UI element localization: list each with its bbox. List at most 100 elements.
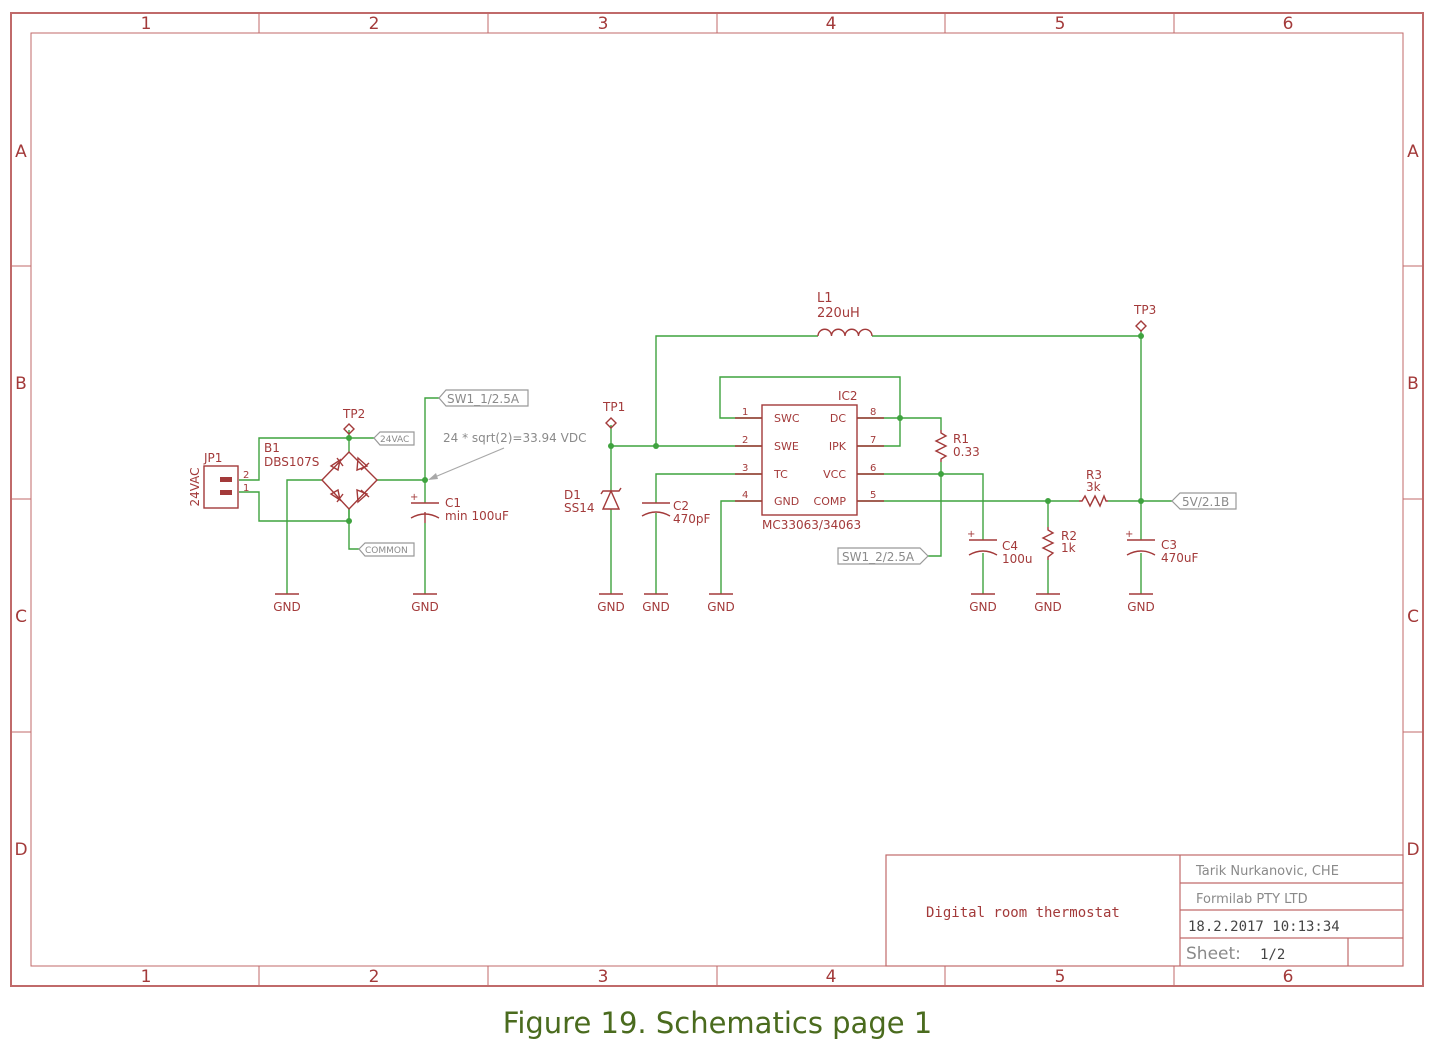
pin-number: 4	[742, 490, 748, 501]
gnd-symbol: GND	[597, 593, 625, 614]
capacitor-c1: + C1 min 100uF	[410, 492, 509, 523]
b1-ref: B1	[264, 441, 280, 455]
tp2-ref: TP2	[342, 407, 365, 421]
r1-ref: R1	[953, 432, 969, 446]
gnd-symbol: GND	[411, 593, 439, 614]
gnd-label: GND	[597, 600, 625, 614]
column-labels-top: 1 2 3 4 5 6	[141, 14, 1294, 34]
connector-jp1: JP1 24VAC 2 1	[188, 451, 249, 509]
jp1-ref: JP1	[203, 451, 222, 465]
gnd-label: GND	[642, 600, 670, 614]
resistor-r3: R3 3k	[1079, 468, 1108, 508]
c4-polarity: +	[967, 529, 975, 540]
d1-value: SS14	[564, 501, 595, 515]
gnd-symbol: GND	[642, 593, 670, 614]
capacitor-c3: + C3 470uF	[1125, 529, 1199, 565]
gnd-symbol: GND	[969, 593, 997, 614]
pin-name: COMP	[814, 495, 847, 508]
sheet-label: Sheet:	[1186, 944, 1241, 964]
pin-number: 8	[870, 407, 876, 418]
row-label: A	[15, 142, 27, 162]
pin-name: SWC	[774, 412, 800, 425]
jp1-value: 24VAC	[188, 467, 202, 506]
row-label: B	[1407, 374, 1419, 394]
jp1-pin: 2	[243, 470, 249, 481]
pin-number: 1	[742, 407, 748, 418]
col-label: 1	[141, 967, 152, 987]
test-point-tp2: TP2	[342, 407, 365, 435]
jp1-pin: 1	[243, 483, 249, 494]
gnd-label: GND	[1127, 600, 1155, 614]
pin-number: 5	[870, 490, 876, 501]
net-label-common: COMMON	[358, 542, 415, 557]
col-label: 1	[141, 14, 152, 34]
gnd-label: GND	[411, 600, 439, 614]
test-point-tp3: TP3	[1133, 303, 1156, 332]
c1-polarity: +	[410, 492, 418, 503]
r2-value: 1k	[1061, 541, 1076, 555]
net-label-24vac: 24VAC	[373, 431, 415, 446]
author-text: Tarik Nurkanovic, CHE	[1195, 864, 1339, 879]
c3-polarity: +	[1125, 529, 1133, 540]
capacitor-c2: C2 470pF	[641, 499, 711, 526]
test-point-tp1: TP1	[602, 400, 625, 429]
net-label-text: SW1_1/2.5A	[447, 392, 520, 406]
c4-ref: C4	[1002, 539, 1018, 553]
pin-name: IPK	[829, 440, 847, 453]
pin-number: 2	[742, 435, 748, 446]
col-label: 4	[826, 967, 837, 987]
row-label: D	[14, 840, 27, 860]
pin-number: 6	[870, 463, 876, 474]
diode-d1: D1 SS14	[564, 487, 622, 515]
row-labels-right: A B C D	[1406, 142, 1419, 860]
row-label: C	[1407, 607, 1419, 627]
capacitor-c4: + C4 100u	[967, 529, 1033, 566]
net-label-5v: 5V/2.1B	[1171, 492, 1237, 510]
inductor-l1: L1 220uH	[817, 291, 873, 337]
voltage-annotation: 24 * sqrt(2)=33.94 VDC	[428, 431, 586, 480]
net-label-sw1-1: SW1_1/2.5A	[438, 389, 529, 407]
ic2-ref: IC2	[838, 389, 858, 403]
sheet-value: 1/2	[1260, 947, 1285, 963]
c1-ref: C1	[445, 496, 461, 510]
col-label: 4	[826, 14, 837, 34]
col-label: 3	[598, 14, 609, 34]
c2-value: 470pF	[673, 512, 711, 526]
c3-value: 470uF	[1161, 551, 1199, 565]
col-label: 5	[1055, 14, 1066, 34]
col-label: 6	[1283, 14, 1294, 34]
l1-value: 220uH	[817, 306, 860, 321]
sheet-frame	[10, 12, 1424, 987]
net-label-text: 24VAC	[380, 435, 409, 445]
l1-ref: L1	[817, 291, 833, 306]
tp1-ref: TP1	[602, 400, 625, 414]
gnd-symbol: GND	[707, 593, 735, 614]
ic-ic2: IC2 MC33063/34063 1 2 3 4 SWC SWE TC GND…	[735, 389, 884, 532]
pin-name: DC	[830, 412, 846, 425]
bridge-rectifier-b1: B1 DBS107S	[264, 441, 378, 511]
gnd-label: GND	[969, 600, 997, 614]
c4-value: 100u	[1002, 552, 1033, 566]
row-label: A	[1407, 142, 1419, 162]
company-text: Formilab PTY LTD	[1196, 892, 1308, 907]
r3-value: 3k	[1086, 480, 1101, 494]
annotation-text: 24 * sqrt(2)=33.94 VDC	[443, 431, 586, 445]
col-label: 3	[598, 967, 609, 987]
pin-name: GND	[774, 495, 799, 508]
pin-name: SWE	[774, 440, 799, 453]
col-label: 5	[1055, 967, 1066, 987]
d1-ref: D1	[564, 488, 581, 502]
datetime-text: 18.2.2017 10:13:34	[1188, 919, 1340, 935]
r3-ref: R3	[1086, 468, 1102, 482]
b1-value: DBS107S	[264, 455, 319, 469]
pin-name: TC	[773, 468, 788, 481]
row-labels-left: A B C D	[14, 142, 27, 860]
c2-ref: C2	[673, 499, 689, 513]
gnd-label: GND	[707, 600, 735, 614]
row-label: B	[15, 374, 27, 394]
row-label: D	[1406, 840, 1419, 860]
gnd-label: GND	[273, 600, 301, 614]
r2-ref: R2	[1061, 529, 1077, 543]
junction-dots	[346, 333, 1144, 524]
col-label: 2	[369, 967, 380, 987]
